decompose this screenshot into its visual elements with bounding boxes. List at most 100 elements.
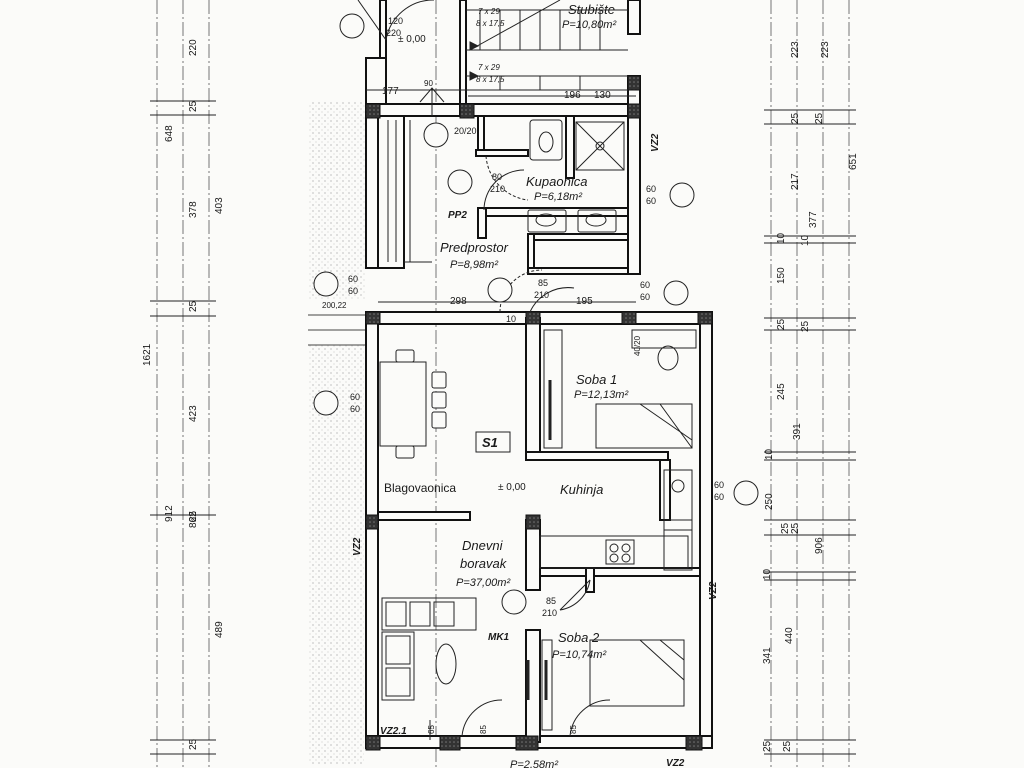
vz21-tag: VZ2.1	[380, 726, 407, 737]
door-labels-w-60i: 60	[714, 480, 724, 490]
s1-tag: S1	[482, 435, 498, 450]
dim-right: 223 25 217 10 150 25 245 10 250 25 10 34…	[762, 41, 859, 752]
kupaonica-name: Kupaonica	[526, 174, 587, 189]
door-window-labels: 120 220 80 210 85 210 85 210 20/20 60 60…	[322, 16, 724, 734]
dims-right-1-j: 25	[790, 522, 801, 534]
door-labels-w-60h: 60	[350, 404, 360, 414]
living-sofas	[381, 597, 477, 701]
blagovaonica-name: Blagovaonica	[384, 481, 456, 495]
dims-left-outer-c: 912	[164, 505, 175, 522]
door-labels-w-60j: 60	[714, 492, 724, 502]
dims-right-1-b: 25	[790, 112, 801, 124]
door-labels-w-60b: 60	[646, 196, 656, 206]
level-main: ± 0,00	[498, 482, 526, 493]
entry-door	[357, 0, 445, 116]
door-labels-d-120: 120	[388, 16, 403, 26]
vz2-tag-left: VZ2	[352, 537, 363, 556]
dims-left-mid-d: 25	[188, 300, 199, 312]
door-labels-w-60a: 60	[646, 184, 656, 194]
door-labels-w-200: 200,22	[322, 301, 347, 310]
dims-horizontal-h298: 298	[450, 296, 467, 307]
door-labels-w-60e: 60	[640, 280, 650, 290]
soba2-furniture	[526, 639, 685, 731]
dims-right-1-a: 223	[790, 41, 801, 58]
dimension-ticks-right	[764, 109, 856, 755]
dims-right-2-b: 25	[814, 112, 825, 124]
dim-862-visible: 862	[188, 511, 199, 528]
dims-left-mid-f: 25	[188, 510, 199, 522]
door-labels-d-220: 220	[386, 28, 401, 38]
dims-right-1-h: 10	[764, 448, 775, 460]
dimension-ticks-left	[150, 100, 216, 755]
door-labels-w-60f: 60	[640, 292, 650, 302]
dims-right-3-a: 651	[848, 153, 859, 170]
terrace-steps	[308, 314, 366, 346]
dims-right-2-i: 25	[782, 740, 793, 752]
door-arcs	[429, 269, 611, 740]
vz2-tag-bottom: VZ2	[666, 758, 685, 768]
dims-right-1-e: 150	[776, 267, 787, 284]
dims-left-inner-b: 489	[214, 621, 225, 638]
dims-left-mid-a: 220	[188, 39, 199, 56]
room-labels: Stubište P=10,80m² Kupaonica P=6,18m² Pr…	[384, 2, 628, 768]
door-labels-d-65: 65	[427, 725, 436, 734]
stairs	[466, 0, 628, 91]
dims-horizontal-h195: 195	[576, 296, 593, 307]
dnevni-name2: boravak	[460, 556, 508, 571]
terrace-hatch-lower	[308, 345, 364, 765]
vz2-tag-top: VZ2	[650, 133, 661, 152]
soba1-furniture	[543, 329, 697, 449]
dims-right-1-k: 10	[762, 568, 773, 580]
stairs-steps1: 7 x 29	[478, 7, 500, 16]
dims-right-1-f: 25	[776, 318, 787, 330]
kitchen-counter	[539, 469, 693, 571]
soba2-area: P=10,74m²	[552, 649, 606, 661]
stairs-steps4: 8 x 17,5	[476, 75, 505, 84]
dims-left-mid-c: 378	[188, 201, 199, 218]
window-markers	[313, 13, 759, 615]
dims-right-2-g: 25	[780, 522, 791, 534]
dims-horizontal-h177: 177	[382, 86, 399, 97]
dims-right-1-m: 25	[762, 740, 773, 752]
vz2-tag-right: VZ2	[708, 581, 719, 600]
dims-left-mid-h: 25	[188, 738, 199, 750]
columns	[365, 75, 713, 751]
soba1-area: P=12,13m²	[574, 389, 628, 401]
kuhinja-name: Kuhinja	[560, 482, 603, 497]
dims-left-mid-e: 423	[188, 405, 199, 422]
dims-horizontal-h196: 196	[564, 90, 581, 101]
soba1-name: Soba 1	[576, 372, 617, 387]
door-labels-d-85a: 85	[538, 278, 548, 288]
dims-right-3-b: 906	[814, 537, 825, 554]
door-labels-d-10a: 10	[506, 314, 516, 324]
predprostor-area: P=8,98m²	[450, 259, 498, 271]
dims-right-2-f: 391	[792, 423, 803, 440]
door-labels-w-60c: 60	[348, 274, 358, 284]
dims-right-2-h: 440	[784, 627, 795, 644]
dnevni-area: P=37,00m²	[456, 577, 510, 589]
door-labels-d-2020: 20/20	[454, 126, 477, 136]
dim-horizontal: 177 196 130 298 195	[366, 86, 636, 307]
dim-left: 648 1621 912 220 25 378 25 423 25 862 25…	[142, 39, 225, 750]
dims-right-1-d: 10	[776, 232, 787, 244]
pp2-tag: PP2	[448, 210, 467, 221]
dims-right-2-d: 10	[800, 234, 811, 246]
dims-right-1-i: 250	[764, 493, 775, 510]
s1-tag-box	[475, 431, 511, 453]
dims-left-mid-b: 25	[188, 100, 199, 112]
stair-labels: 7 x 29 8 x 17,5 7 x 29 8 x 17,5	[476, 7, 505, 84]
stubiste-name: Stubište	[568, 2, 615, 17]
dining-table	[379, 349, 447, 459]
door-labels-d-85c: 85	[479, 725, 488, 734]
door-labels-w-60d: 60	[348, 286, 358, 296]
closet	[387, 120, 432, 263]
stubiste-area: P=10,80m²	[562, 19, 616, 31]
stairs-steps3: 7 x 29	[478, 63, 500, 72]
bathroom-fixtures	[483, 119, 625, 233]
dims-left-inner-a: 403	[214, 197, 225, 214]
level-top: ± 0,00	[398, 34, 426, 45]
mk1-tag: MK1	[488, 632, 510, 643]
soba2-name: Soba 2	[558, 630, 600, 645]
dims-right-1-l: 341	[762, 647, 773, 664]
